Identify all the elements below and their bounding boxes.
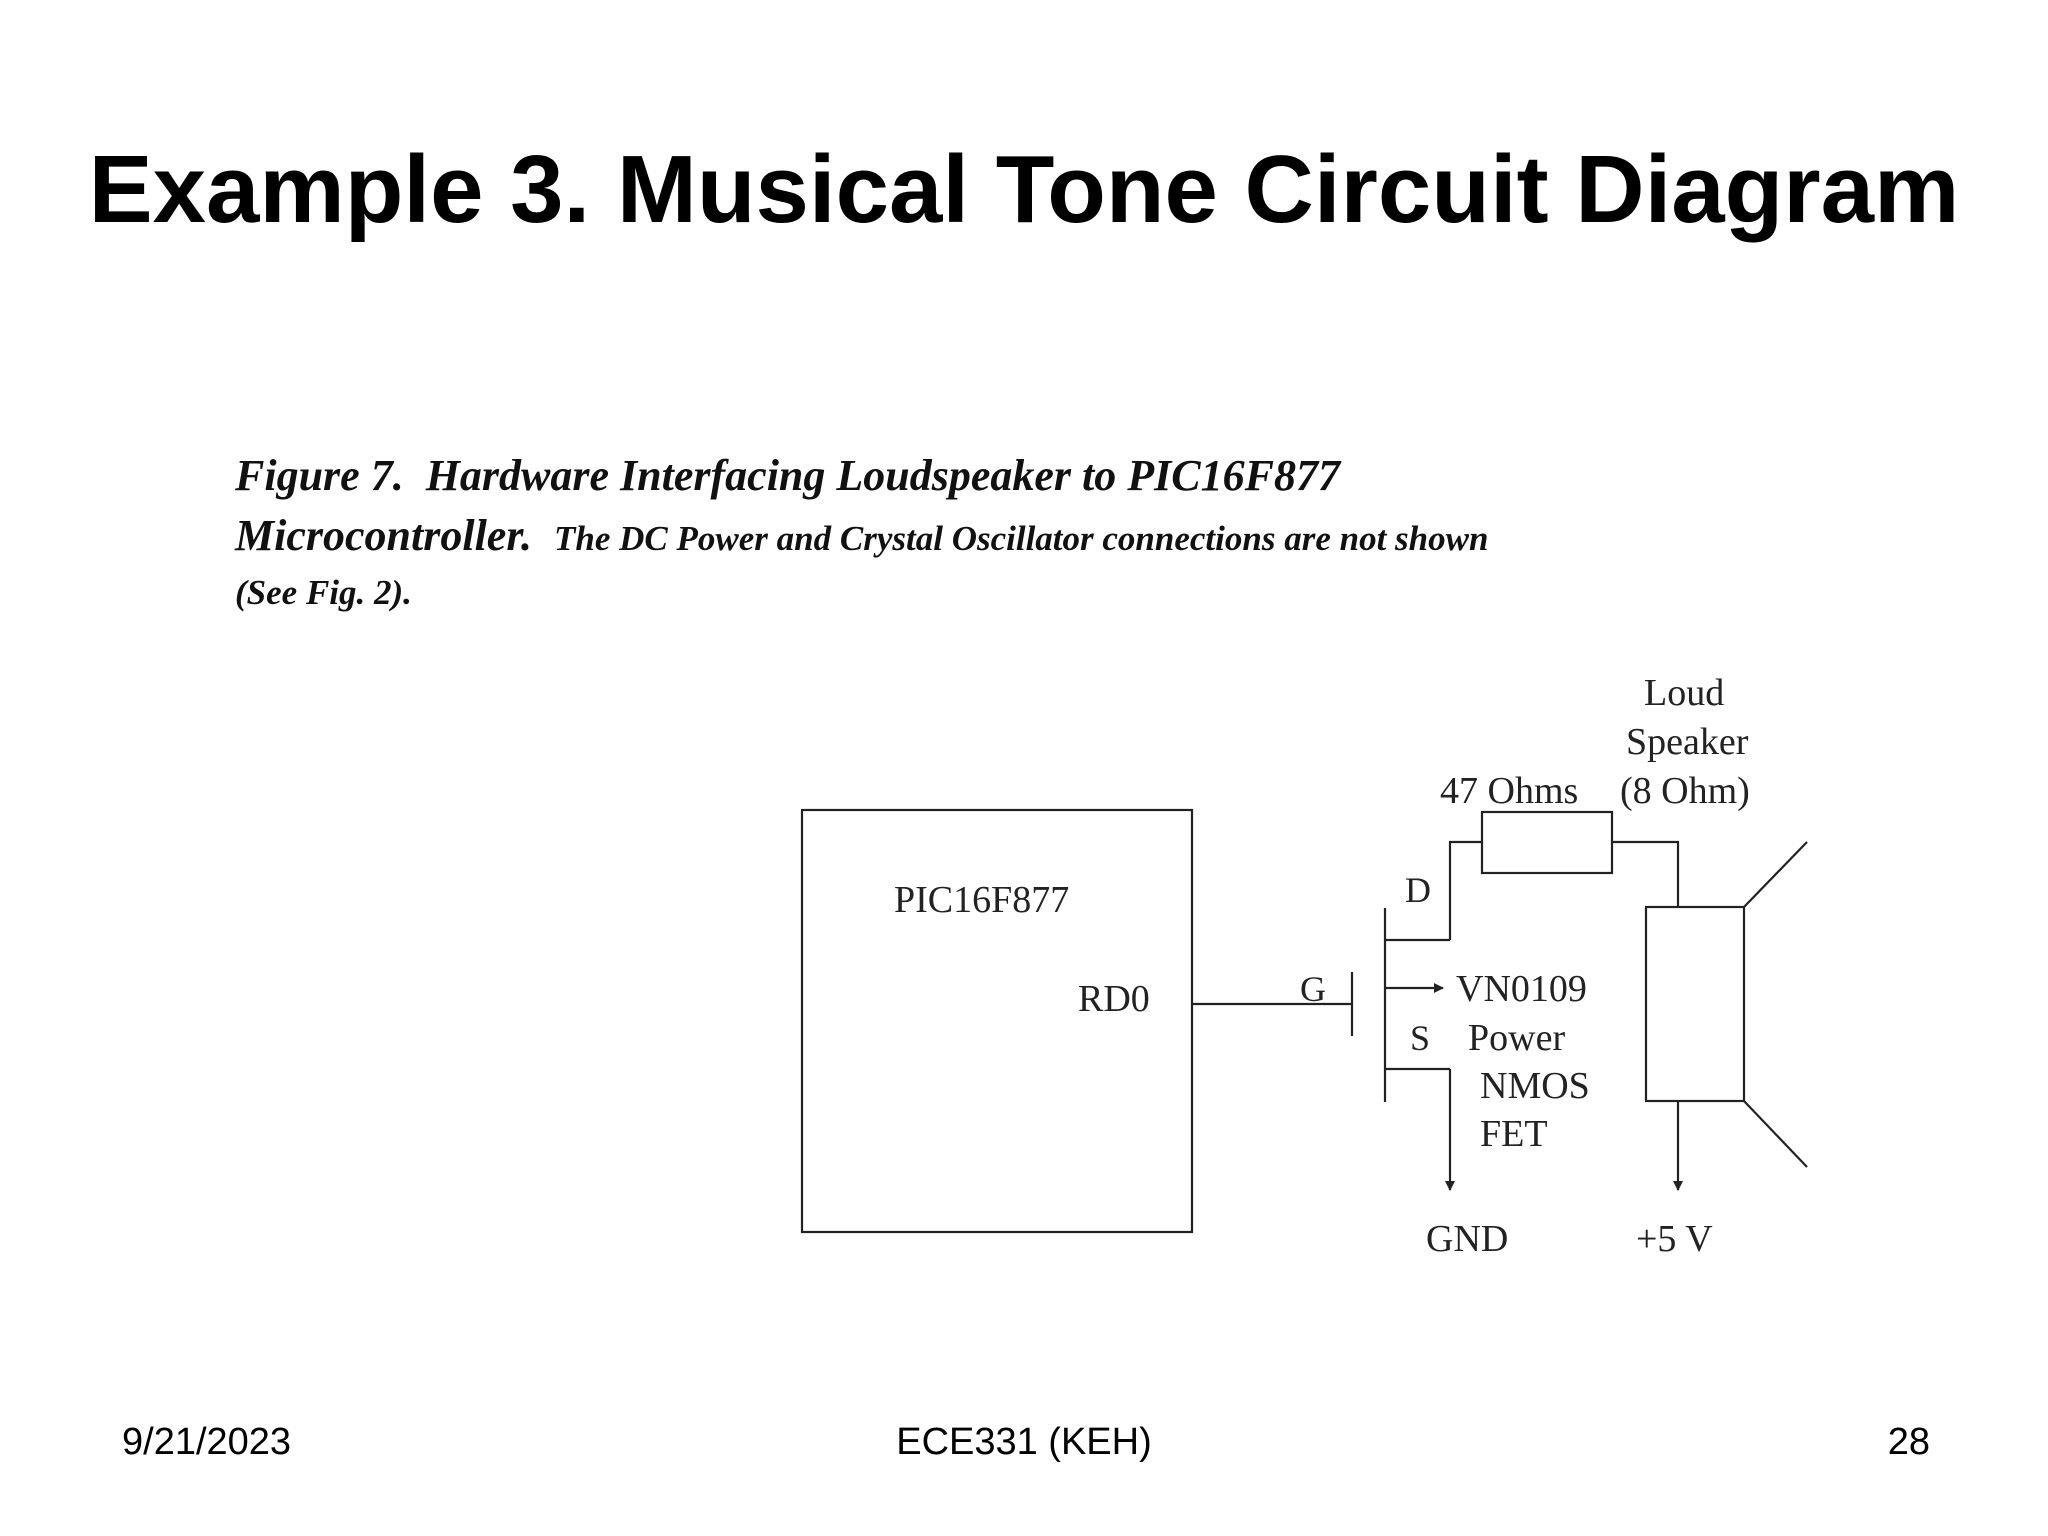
fet-desc-power: Power: [1468, 1017, 1565, 1059]
drain-wire: [1448, 840, 1482, 940]
ground-label: GND: [1426, 1218, 1508, 1260]
caption-note-continued: (See Fig. 2).: [235, 573, 412, 612]
drain-label: D: [1405, 870, 1431, 910]
mcu-label: PIC16F877: [894, 879, 1069, 921]
caption-note: The DC Power and Crystal Oscillator conn…: [554, 519, 1489, 558]
fet-desc-fet: FET: [1480, 1113, 1548, 1155]
footer-page-number: 28: [1887, 1421, 1930, 1463]
footer-date: 9/21/2023: [122, 1421, 292, 1463]
speaker-label-speaker: Speaker: [1626, 721, 1749, 763]
fet-part-label: VN0109: [1456, 968, 1587, 1010]
figure-label: Figure 7.: [235, 451, 404, 500]
figure-title-continued: Microcontroller.: [235, 511, 533, 560]
gate-label: G: [1300, 969, 1326, 1009]
figure-caption: Figure 7. Hardware Interfacing Loudspeak…: [235, 446, 1795, 617]
caption-line-1: Figure 7. Hardware Interfacing Loudspeak…: [235, 446, 1795, 506]
source-label: S: [1410, 1018, 1430, 1058]
speaker-cone-upper: [1743, 841, 1808, 908]
mcu-pin-label: RD0: [1078, 978, 1150, 1020]
caption-line-2: Microcontroller. The DC Power and Crysta…: [235, 506, 1795, 569]
slide-title: Example 3. Musical Tone Circuit Diagram: [88, 136, 1960, 243]
fet-desc-nmos: NMOS: [1480, 1065, 1590, 1107]
footer-course: ECE331 (KEH): [896, 1421, 1152, 1463]
supply-label: +5 V: [1636, 1218, 1713, 1260]
figure-title: Hardware Interfacing Loudspeaker to PIC1…: [425, 451, 1340, 500]
speaker-label-ohm: (8 Ohm): [1620, 770, 1750, 812]
resistor-to-speaker-wire: [1612, 840, 1680, 907]
resistor-label: 47 Ohms: [1440, 770, 1578, 812]
loudspeaker-coil: [1644, 905, 1746, 1103]
resistor-47-ohm: [1480, 810, 1614, 875]
microcontroller-box: [800, 808, 1194, 1234]
speaker-label-loud: Loud: [1644, 672, 1724, 714]
speaker-cone-lower: [1743, 1100, 1808, 1168]
